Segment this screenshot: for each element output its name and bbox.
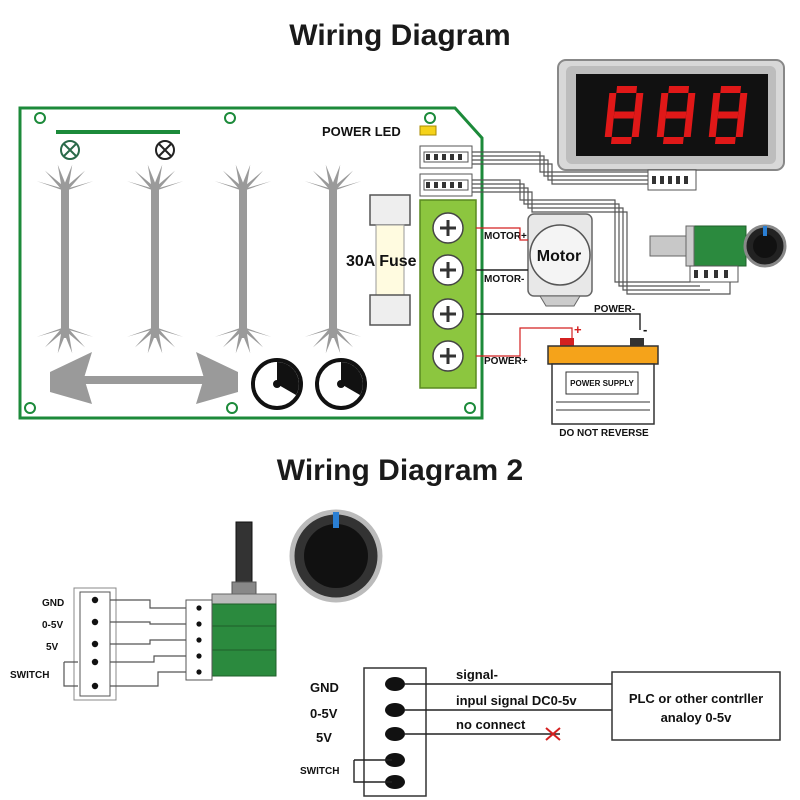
plc-label-line2: analoy 0-5v	[661, 710, 733, 725]
fuse	[369, 194, 411, 326]
display-segment	[720, 86, 742, 93]
display-segment	[683, 115, 694, 137]
display-segment	[656, 115, 667, 137]
diagram1-title: Wiring Diagram	[289, 19, 510, 52]
motor-label: Motor	[537, 248, 581, 265]
terminal-screw	[432, 254, 464, 286]
led-marker-left	[60, 140, 80, 160]
display-segment	[631, 115, 642, 137]
display-segment	[610, 137, 632, 144]
display-segment	[607, 93, 617, 115]
heatsink-tree	[36, 164, 94, 354]
pot-pin	[196, 637, 202, 643]
display-segment	[717, 111, 739, 119]
potentiometer-top	[649, 225, 747, 283]
connector-pin	[91, 682, 99, 690]
heatsink-tree	[214, 164, 272, 354]
left-label-switch: SWITCH	[10, 670, 49, 681]
left-label-0-5v: 0-5V	[42, 620, 63, 631]
display-segment	[708, 115, 719, 137]
left-label-gnd: GND	[42, 598, 64, 609]
power-led	[419, 125, 437, 136]
no-connect-label: no connect	[456, 717, 526, 732]
connector-pin	[91, 618, 99, 626]
right-label-0-5v: 0-5V	[310, 706, 338, 721]
display-segment	[735, 115, 746, 137]
capacitor-left	[251, 358, 303, 410]
header-connector-bottom	[419, 173, 473, 197]
connector-pin	[91, 596, 99, 604]
terminal-screw	[432, 298, 464, 330]
power-led-label: POWER LED	[322, 124, 401, 139]
led-display	[557, 59, 785, 191]
connector-pin	[385, 727, 405, 741]
left-label-5v: 5V	[46, 642, 59, 653]
heatsink-tree	[126, 164, 184, 354]
pot-pin	[196, 669, 202, 675]
display-segment	[686, 93, 696, 115]
display-segment	[613, 111, 635, 119]
display-segment	[659, 93, 669, 115]
diagram2-title: Wiring Diagram 2	[277, 454, 523, 487]
pot-pin	[196, 621, 202, 627]
knob-top	[743, 224, 787, 268]
display-segment	[668, 86, 690, 93]
display-segment	[604, 115, 615, 137]
terminal-block	[419, 199, 477, 389]
display-segment	[665, 111, 687, 119]
power-minus-label: POWER-	[594, 304, 635, 315]
header-connector-top	[419, 145, 473, 169]
left-wires	[110, 599, 186, 687]
connector-pin	[385, 703, 405, 717]
connector-pin	[385, 677, 405, 691]
plc-box	[611, 671, 781, 741]
do-not-reverse-label: DO NOT REVERSE	[559, 428, 649, 439]
pot-pin	[196, 653, 202, 659]
connector-pin	[91, 658, 99, 666]
right-label-gnd: GND	[310, 680, 339, 695]
terminal-screw	[432, 340, 464, 372]
display-segment	[738, 93, 748, 115]
connector-pin	[385, 753, 405, 767]
connector-pin	[385, 775, 405, 789]
right-label-switch: SWITCH	[300, 766, 339, 777]
potentiometer-bottom	[185, 521, 277, 681]
pot-pin	[196, 605, 202, 611]
power-supply-label: POWER SUPPLY	[570, 379, 634, 388]
left-connector	[73, 587, 117, 701]
capacitor-right	[315, 358, 367, 410]
motor-minus-label: MOTOR-	[484, 274, 524, 285]
control-wires	[472, 151, 731, 295]
plc-label-line1: PLC or other contrller	[629, 691, 763, 706]
display-digits	[604, 86, 748, 144]
battery-plus-label: +	[574, 322, 582, 337]
pcb-board	[18, 106, 484, 420]
display-segment	[634, 93, 644, 115]
heatsink-tree	[304, 164, 362, 354]
display-segment	[662, 137, 684, 144]
knob-bottom	[289, 509, 383, 603]
signal-wires	[404, 683, 612, 741]
connector-pin	[91, 640, 99, 648]
battery-minus-label: -	[643, 322, 647, 337]
display-segment	[616, 86, 638, 93]
battery	[547, 338, 659, 425]
input-signal-label: inpul signal DC0-5v	[456, 693, 577, 708]
display-segment	[711, 93, 721, 115]
bottom-trace	[50, 352, 238, 404]
right-labels: GND 0-5V 5V SWITCH	[300, 680, 392, 783]
heatsink-traces	[36, 164, 362, 354]
signal-minus-label: signal-	[456, 667, 498, 682]
display-segment	[714, 137, 736, 144]
motor-plus-label: MOTOR+	[484, 231, 527, 242]
led-marker-right	[155, 140, 175, 160]
power-plus-label: POWER+	[484, 356, 528, 367]
left-labels: GND 0-5V 5V SWITCH	[10, 598, 78, 687]
right-label-5v: 5V	[316, 730, 332, 745]
motor	[527, 213, 593, 307]
fuse-label: 30A Fuse	[346, 253, 417, 270]
terminal-screw	[432, 212, 464, 244]
power-wires	[476, 227, 641, 357]
